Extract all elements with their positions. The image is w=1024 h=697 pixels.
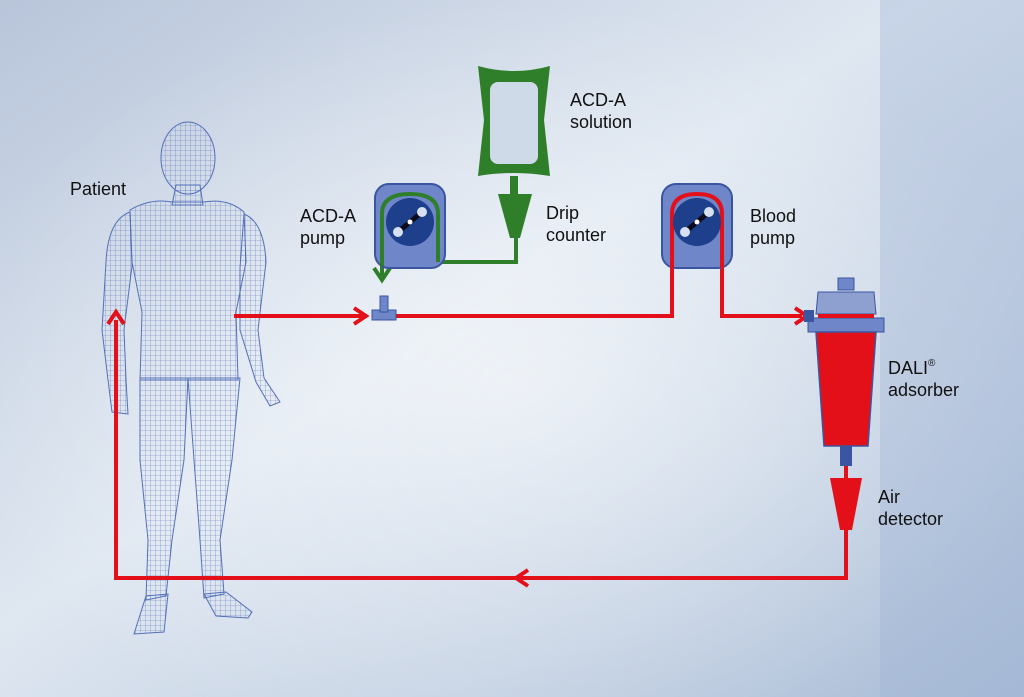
registered-mark: ® (928, 358, 936, 369)
air-detector-label-line1: Air (878, 487, 900, 507)
acd-solution-label-line1: ACD-A (570, 90, 627, 110)
air-detector (830, 478, 862, 530)
drip-counter (498, 194, 532, 238)
acd-pump (374, 183, 446, 269)
patient-torso (129, 200, 247, 381)
acd-pump-label: ACD-A pump (300, 205, 450, 249)
acd-solution-bag-window (490, 82, 538, 164)
acd-pump-roller-a (393, 227, 403, 237)
acd-solution-label-line2: solution (570, 112, 633, 132)
arrow-to-junction (352, 306, 370, 326)
drip-counter-label: Drip counter (546, 202, 696, 246)
adsorber-outlet (840, 446, 852, 466)
adsorber-top-cap (837, 277, 855, 291)
acd-pump-tube (380, 191, 440, 266)
air-detector-label: Air detector (878, 486, 998, 530)
acd-pump-label-line1: ACD-A (300, 206, 357, 226)
adsorber-blood-top (818, 314, 874, 318)
acd-arrow (372, 266, 392, 284)
blood-line-adsorber-out (114, 320, 848, 580)
adsorber-top (815, 291, 877, 315)
patient-left-arm (239, 213, 281, 407)
arrow-return (512, 568, 530, 588)
blood-pump-label: Blood pump (750, 205, 900, 249)
dali-adsorber-label-line2: adsorber (888, 380, 960, 400)
acd-solution-label: ACD-A solution (570, 89, 720, 133)
patient-head (160, 121, 216, 195)
blood-pump-label-line1: Blood (750, 206, 797, 226)
dali-adsorber (804, 277, 885, 466)
dali-adsorber-label: DALI® adsorber (888, 357, 1008, 401)
arrow-to-patient (106, 308, 126, 326)
acd-pump-label-line2: pump (300, 228, 346, 248)
patient-right-foot (133, 593, 169, 635)
blood-pump-roller-a (680, 227, 690, 237)
background-band (880, 0, 1024, 697)
drip-counter-label-line1: Drip (546, 203, 580, 223)
air-detector-label-line2: detector (878, 509, 944, 529)
adsorber-flange (807, 317, 885, 333)
acd-bag-outlet (510, 176, 518, 194)
dali-adsorber-label-line1: DALI® (888, 357, 1008, 379)
acd-pump-roller-b (417, 207, 427, 217)
patient-left-foot (203, 591, 253, 619)
adsorber-inlet (804, 310, 814, 322)
patient-figure (101, 121, 281, 635)
adsorber-body (815, 331, 877, 447)
patient-label: Patient (70, 179, 127, 199)
dali-name: DALI (888, 358, 929, 378)
blood-pump-roller-b (704, 207, 714, 217)
blood-pump-tube (670, 191, 724, 268)
drip-counter-label-line2: counter (546, 225, 607, 245)
t-junction-stem (379, 295, 389, 313)
acd-pump-hub (407, 219, 413, 225)
blood-pump (661, 183, 733, 269)
blood-pump-hub (694, 219, 700, 225)
blood-pump-label-line2: pump (750, 228, 796, 248)
